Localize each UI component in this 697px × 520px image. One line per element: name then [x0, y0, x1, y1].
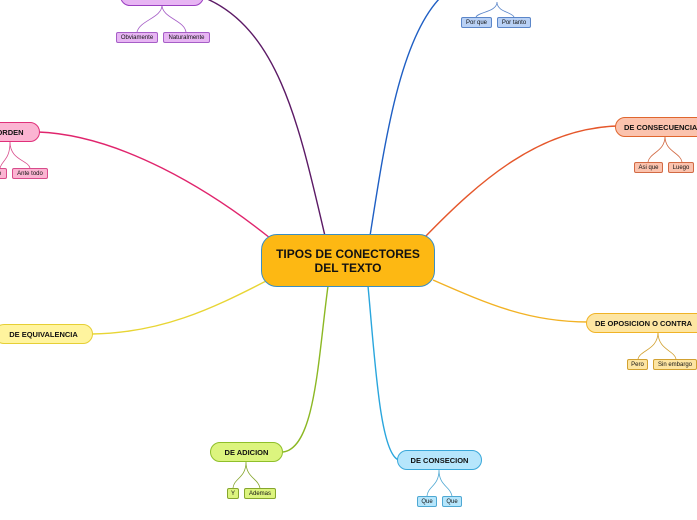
- link-consecion: [367, 285, 400, 461]
- subtopic-pero[interactable]: Pero: [627, 359, 648, 370]
- subtopic-ademas[interactable]: Ademas: [244, 488, 276, 499]
- subtopic-o[interactable]: o: [0, 168, 7, 179]
- central-topic[interactable]: TIPOS DE CONECTORES DEL TEXTO: [261, 234, 435, 287]
- link-causa: [369, 0, 440, 237]
- subtopic-por-que[interactable]: Por que: [461, 17, 492, 28]
- topic-consecuencia[interactable]: DE CONSECUENCIA: [615, 117, 697, 137]
- link-orden: [37, 131, 271, 239]
- link-adicion: [282, 285, 329, 453]
- subtopic-ante-todo[interactable]: Ante todo: [12, 168, 48, 179]
- child-links-orden: [0, 141, 31, 169]
- child-links-oposicion: [637, 331, 677, 360]
- subtopic-luego[interactable]: Luego: [668, 162, 694, 173]
- subtopic-obviamente[interactable]: Obviamente: [116, 32, 158, 43]
- link-consecuencia: [423, 125, 619, 239]
- link-equivalencia: [91, 279, 269, 335]
- subtopic-que-2[interactable]: Que: [442, 496, 462, 507]
- child-links-causa: [475, 1, 515, 18]
- topic-evidencia[interactable]: [120, 0, 204, 6]
- topic-oposicion[interactable]: DE OPOSICION O CONTRA: [586, 313, 697, 333]
- topic-adicion[interactable]: DE ADICION: [210, 442, 283, 462]
- subtopic-naturalmente[interactable]: Naturalmente: [163, 32, 210, 43]
- child-links-evidencia: [136, 4, 187, 33]
- child-links-consecuencia: [647, 135, 683, 163]
- child-links-adicion: [232, 461, 261, 489]
- topic-equivalencia[interactable]: DE EQUIVALENCIA: [0, 324, 93, 344]
- topic-orden[interactable]: ORDEN: [0, 122, 40, 142]
- subtopic-por-tanto[interactable]: Por tanto: [497, 17, 531, 28]
- link-oposicion: [432, 279, 589, 323]
- subtopic-sin-embargo[interactable]: Sin embargo: [653, 359, 697, 370]
- subtopic-y[interactable]: Y: [227, 488, 239, 499]
- child-links-consecion: [426, 469, 453, 497]
- subtopic-asi-que[interactable]: Asi que: [634, 162, 663, 173]
- subtopic-que-1[interactable]: Que: [417, 496, 437, 507]
- link-evidencia: [207, 0, 326, 237]
- topic-consecion[interactable]: DE CONSECION: [397, 450, 482, 470]
